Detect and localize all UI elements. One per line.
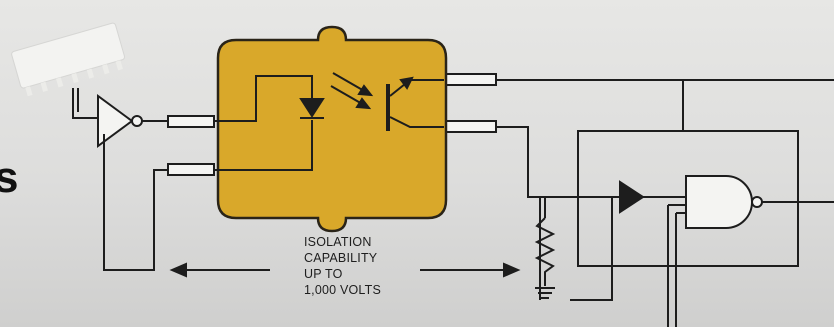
dip-chip-illustration: [11, 22, 126, 97]
inverter-bubble: [131, 115, 143, 127]
caption-line-4: 1,000 VOLTS: [304, 283, 382, 297]
pulldown-resistor: [534, 217, 556, 299]
isolation-arrows: [169, 262, 521, 278]
input-inverter-symbol: [97, 94, 134, 148]
caption-line-3: UP TO: [304, 267, 343, 281]
output-buffer-symbol: [619, 180, 645, 214]
pin-anode: [167, 115, 215, 128]
phototransistor: [386, 76, 444, 131]
output-wiring: [496, 79, 834, 300]
led-emitter: [214, 75, 325, 171]
pin-cathode: [167, 163, 215, 176]
pin-emitter: [443, 120, 497, 133]
caption-line-2: CAPABILITY: [304, 251, 378, 265]
nand-gate-symbol: [667, 175, 834, 327]
light-emission-arrows: [330, 72, 374, 110]
isolation-capability-caption: ISOLATION CAPABILITY UP TO 1,000 VOLTS: [304, 234, 381, 298]
margin-letter-fragment: s: [0, 153, 18, 202]
pin-collector: [443, 73, 497, 86]
input-wiring: [72, 88, 168, 271]
optical-isolator-body: [216, 25, 448, 233]
caption-line-1: ISOLATION: [304, 235, 372, 249]
